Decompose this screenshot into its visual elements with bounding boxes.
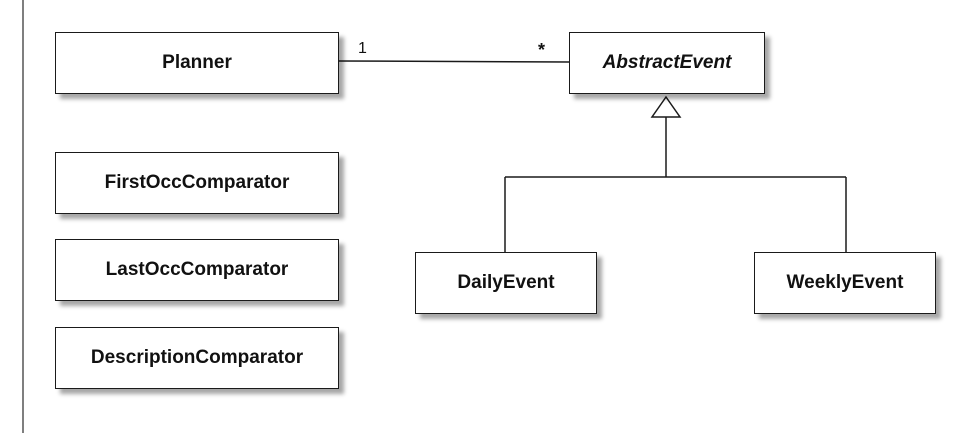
multiplicity-one-label: 1 bbox=[358, 40, 367, 57]
class-box-description-comparator[interactable]: DescriptionComparator bbox=[55, 327, 339, 389]
class-box-first-occ-comparator[interactable]: FirstOccComparator bbox=[55, 152, 339, 214]
class-name-description-comparator: DescriptionComparator bbox=[90, 347, 304, 368]
class-name-first-occ-comparator: FirstOccComparator bbox=[104, 172, 290, 193]
class-name-planner: Planner bbox=[162, 52, 232, 73]
class-name-daily-event: DailyEvent bbox=[457, 272, 555, 293]
class-name-weekly-event: WeeklyEvent bbox=[786, 272, 904, 293]
class-box-last-occ-comparator[interactable]: LastOccComparator bbox=[55, 239, 339, 301]
class-box-planner[interactable]: Planner bbox=[55, 32, 339, 94]
association-line bbox=[338, 60, 570, 63]
class-name-abstract-event: AbstractEvent bbox=[602, 52, 732, 73]
class-box-weekly-event[interactable]: WeeklyEvent bbox=[754, 252, 936, 314]
class-name-last-occ-comparator: LastOccComparator bbox=[105, 259, 289, 280]
generalization-triangle-icon bbox=[650, 95, 682, 118]
class-box-daily-event[interactable]: DailyEvent bbox=[415, 252, 597, 314]
class-box-abstract-event[interactable]: AbstractEvent bbox=[569, 32, 765, 94]
multiplicity-many-label: * bbox=[538, 40, 546, 60]
